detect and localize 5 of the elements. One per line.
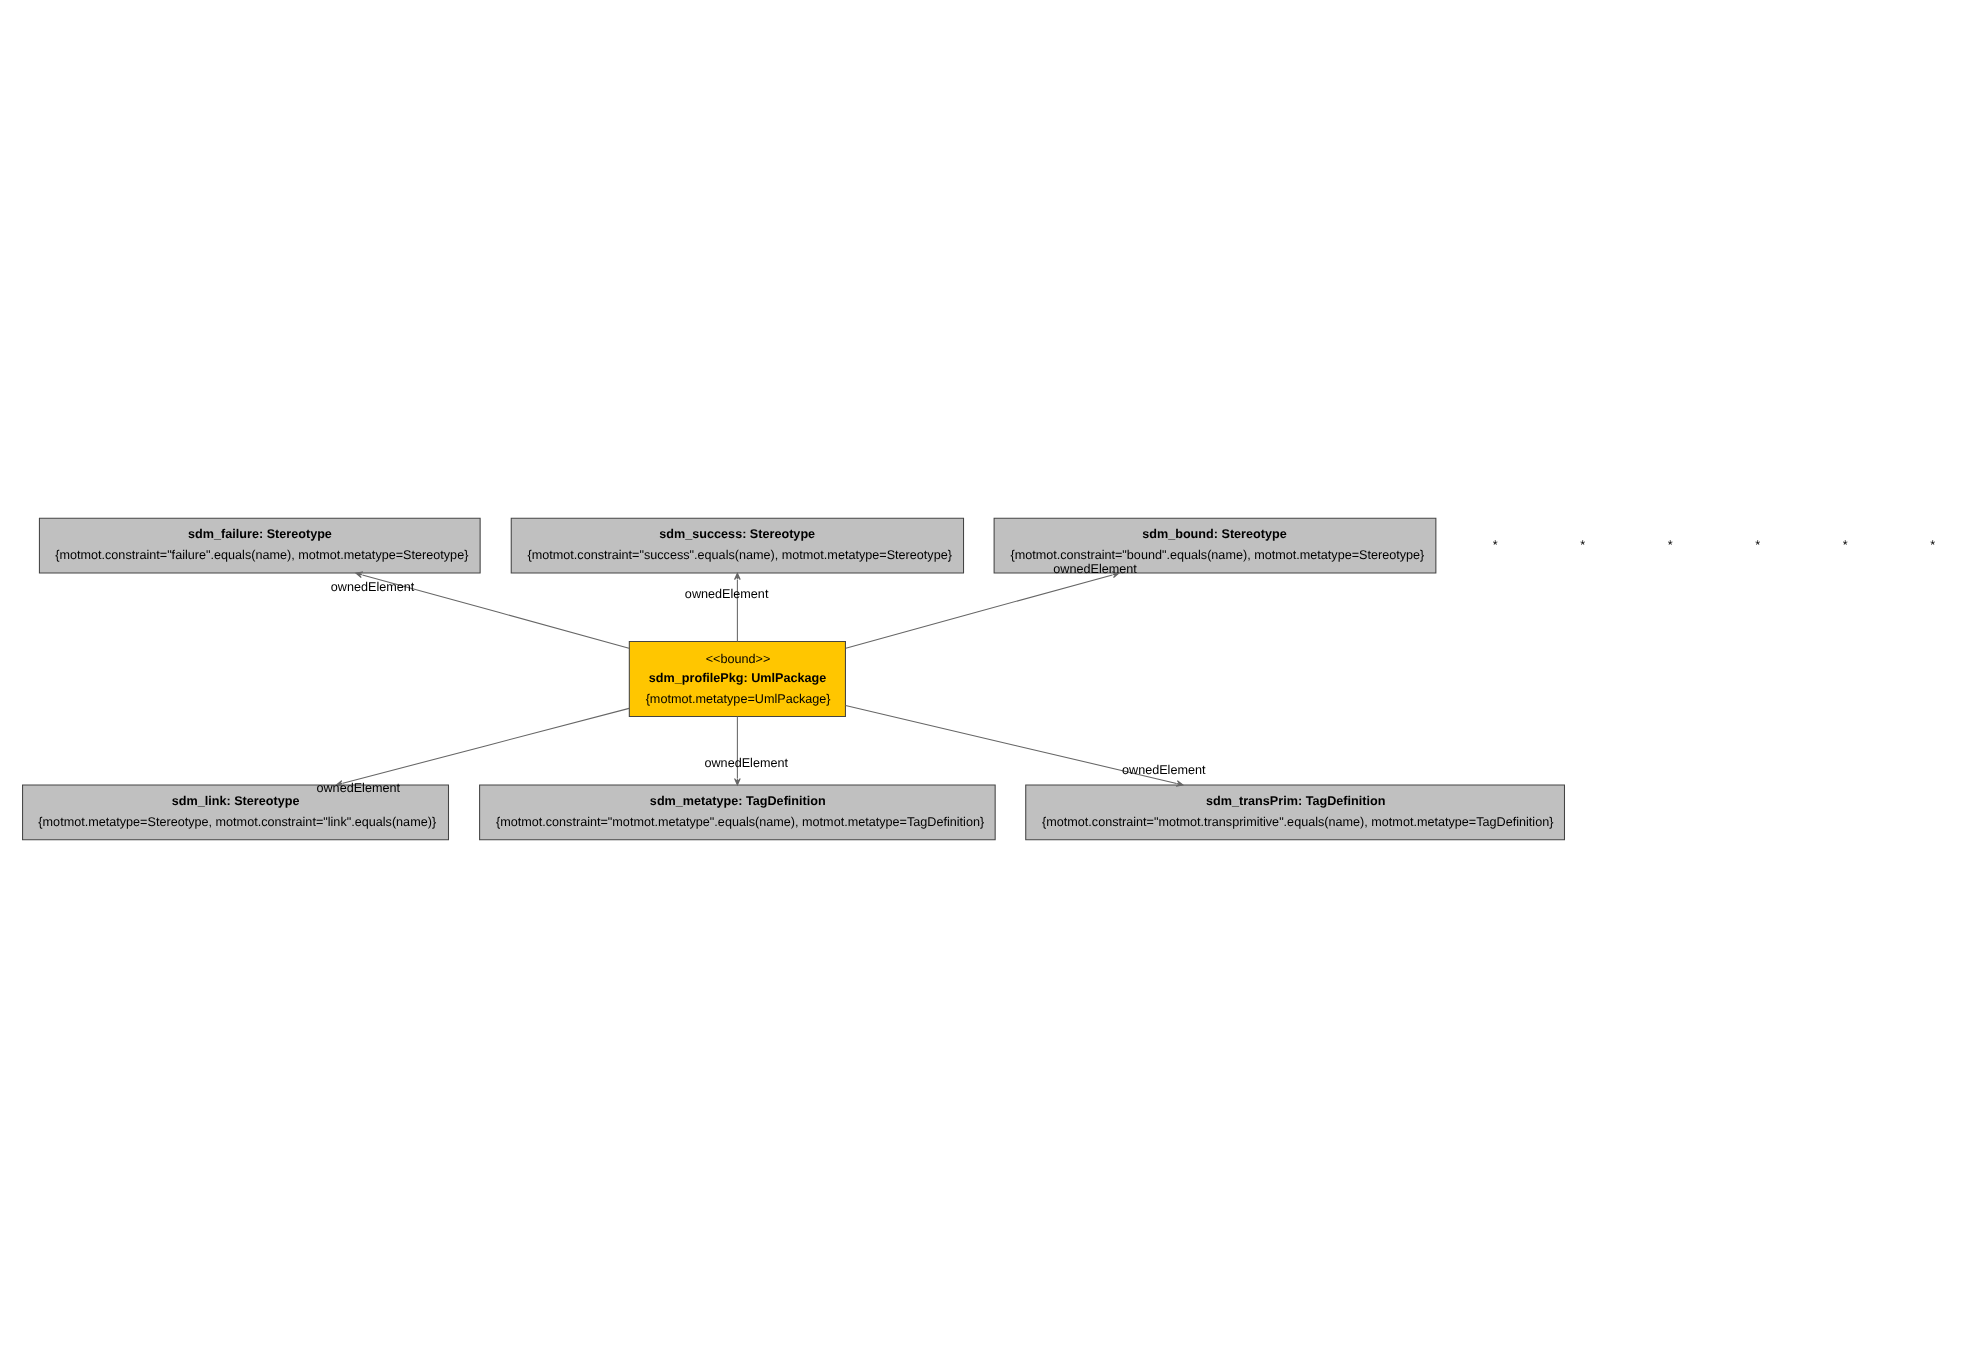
arrow xyxy=(845,704,1184,786)
arrow xyxy=(734,715,741,785)
arrow xyxy=(734,571,741,641)
arrow xyxy=(845,570,1120,648)
arrow xyxy=(355,570,630,648)
